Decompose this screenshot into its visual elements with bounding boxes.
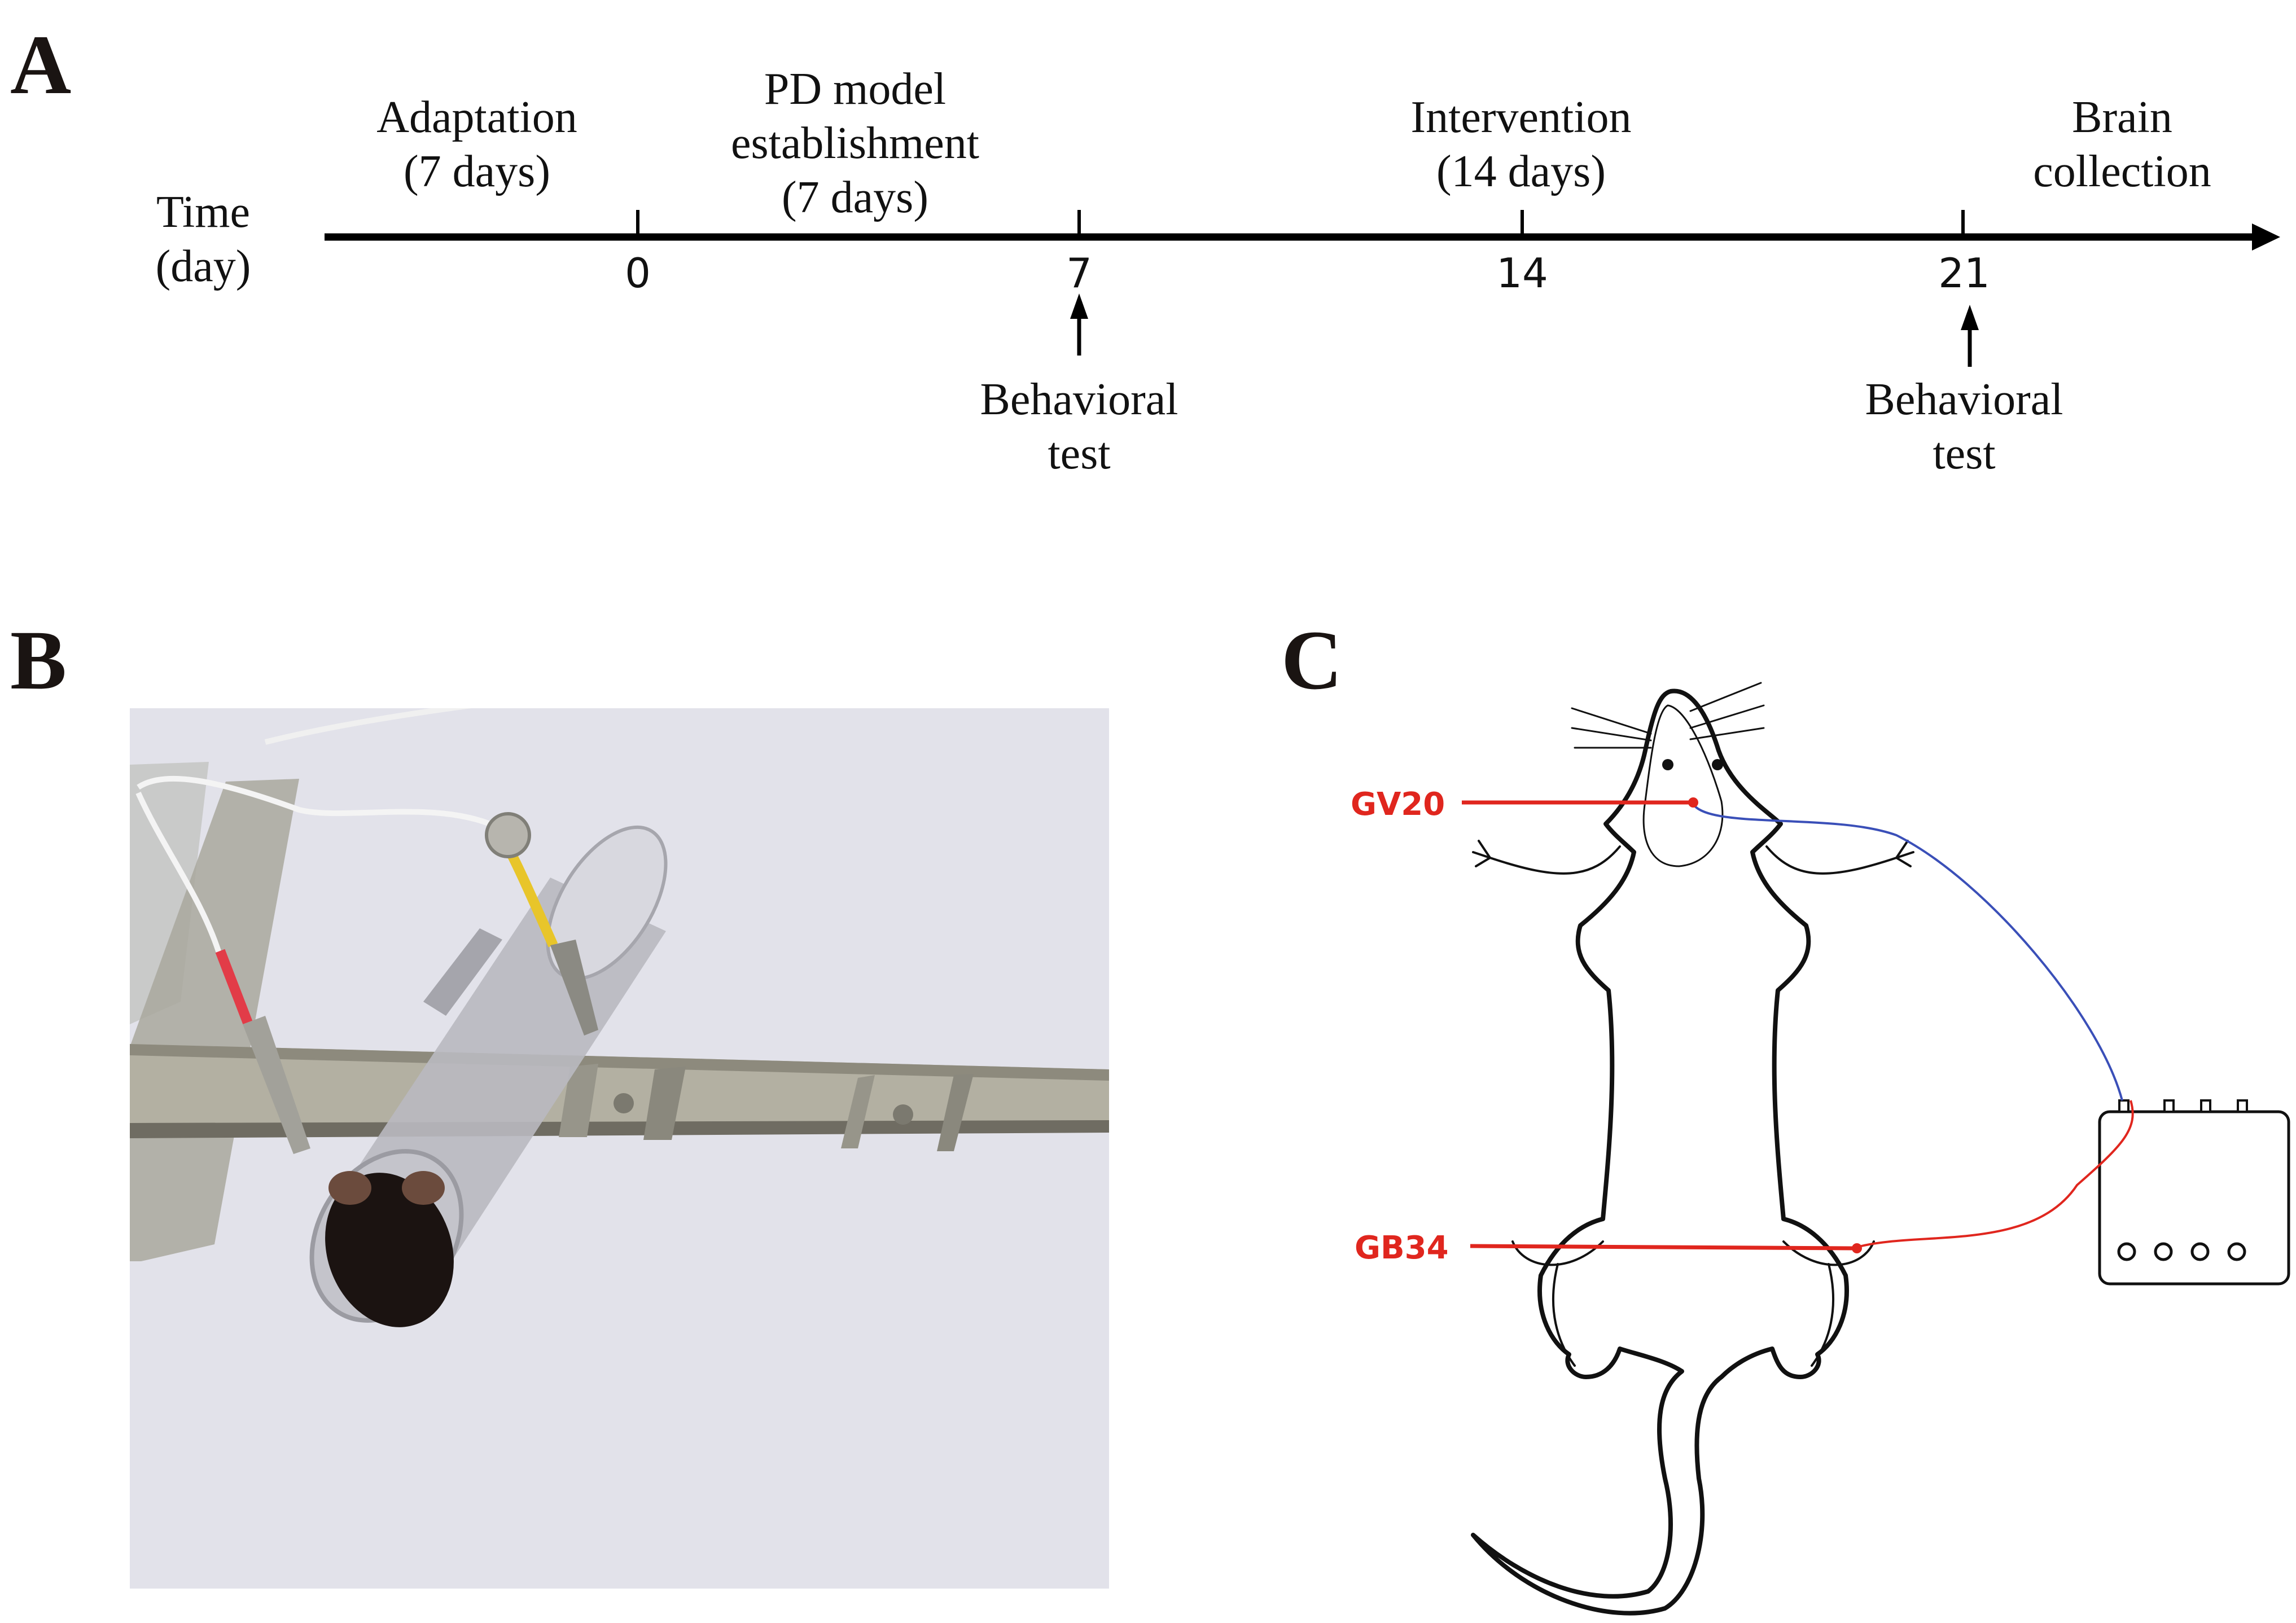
phase-duration: (7 days) (404, 147, 550, 196)
timeline-graphic (325, 210, 2280, 367)
event-arrow-day-7 (1070, 293, 1088, 356)
event-title: Behavioral (980, 375, 1178, 424)
axis-label: Time (day) (130, 185, 277, 293)
phase-intervention: Intervention (14 days) (1352, 90, 1690, 199)
rat-body-outline (1471, 688, 1849, 1616)
tick-label-0: 0 (625, 249, 651, 297)
red-sleeve-wire (215, 949, 253, 1027)
white-wire (137, 775, 498, 830)
phase-title: PD model (764, 64, 947, 114)
right-hindlimb (1782, 1240, 1875, 1367)
electrode-clip-yellow (550, 940, 598, 1036)
tick-label-7: 7 (1066, 249, 1092, 297)
timeline-arrowhead (2252, 223, 2280, 251)
gb34-leader-line (1470, 1244, 1855, 1251)
gb34-point (1852, 1243, 1862, 1253)
wire-gv20 (1692, 803, 2123, 1101)
skull-outline (1642, 704, 1724, 867)
panel-b-letter: B (10, 613, 67, 707)
metal-bracket (130, 779, 299, 1261)
event-title-cont: test (1933, 429, 1996, 479)
electrode-clip-red (243, 1016, 310, 1154)
phase-title: Intervention (1410, 93, 1632, 142)
phase-title-cont: collection (2033, 147, 2211, 196)
event-title-cont: test (1048, 429, 1111, 479)
phase-brain-collection: Brain collection (1953, 90, 2291, 199)
phase-title: Brain (2072, 93, 2172, 142)
tick-label-21: 21 (1938, 249, 1990, 297)
whiskers (1571, 682, 1765, 749)
panel-a-letter: A (10, 18, 72, 112)
left-eye (1662, 759, 1673, 770)
rail-clip (841, 1074, 974, 1151)
tick-label-14: 14 (1496, 249, 1548, 297)
panel-c-letter: C (1281, 613, 1343, 707)
screw-knob (485, 812, 531, 858)
acupoint-label-gb34: GB34 (1355, 1230, 1449, 1266)
restraint-photo-illustration (130, 708, 1109, 1589)
phase-duration: (7 days) (782, 173, 928, 222)
event-behavioral-test-day-21: Behavioral test (1795, 372, 2133, 481)
right-eye (1712, 759, 1723, 770)
phase-title: Adaptation (376, 93, 577, 142)
left-forelimb (1472, 840, 1621, 875)
phase-pd-model: PD model establishment (7 days) (686, 62, 1024, 225)
right-forelimb (1765, 840, 1914, 875)
phase-title-cont: establishment (731, 119, 979, 168)
rail-clip (559, 1064, 686, 1140)
restraint-photo (130, 708, 1109, 1589)
left-hindlimb (1511, 1240, 1604, 1367)
axis-label-time: Time (156, 187, 250, 237)
wire-gb34 (1856, 1100, 2134, 1248)
phase-duration: (14 days) (1436, 147, 1606, 196)
axis-label-unit: (day) (155, 242, 251, 291)
event-arrow-day-21 (1961, 305, 1979, 367)
electro-stimulator-device (2098, 1099, 2290, 1286)
acupoint-label-gv20: GV20 (1351, 786, 1445, 823)
event-behavioral-test-day-7: Behavioral test (910, 372, 1248, 481)
event-title: Behavioral (1865, 375, 2063, 424)
mouse-head (325, 1171, 454, 1327)
textured-plate (130, 762, 209, 1024)
phase-adaptation: Adaptation (7 days) (308, 90, 646, 199)
gv20-point (1688, 797, 1698, 808)
